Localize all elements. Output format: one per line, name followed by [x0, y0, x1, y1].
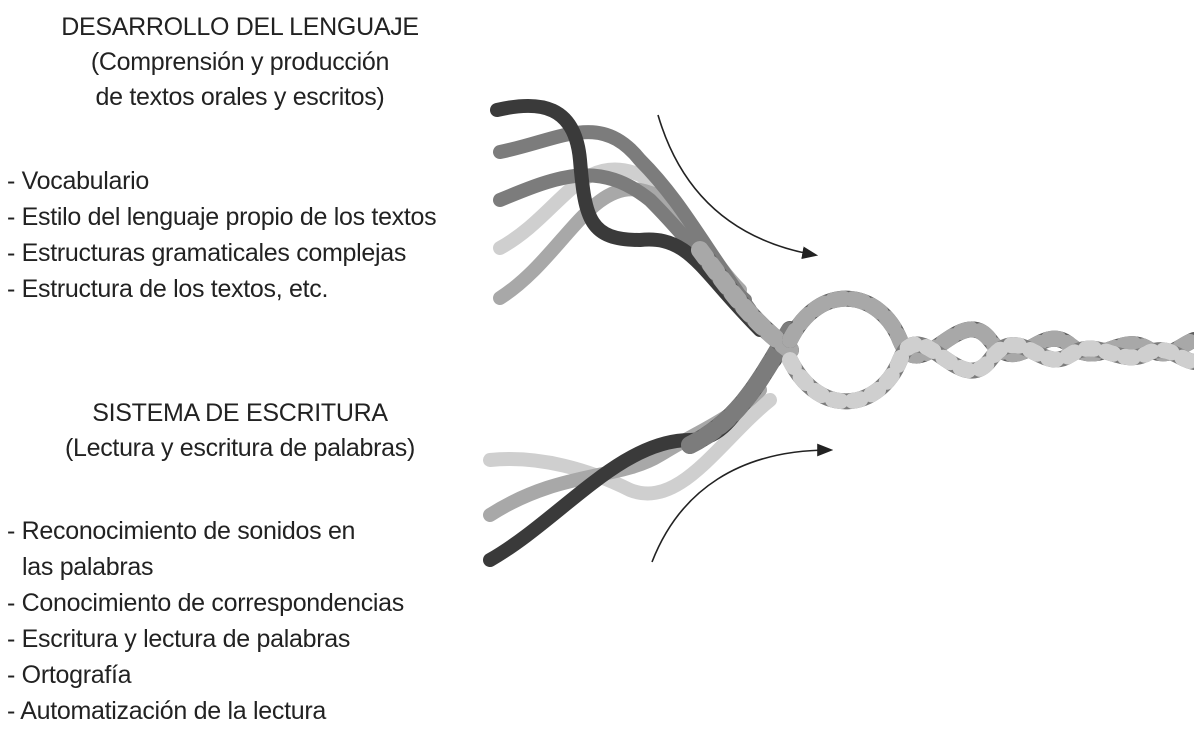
main-rope — [782, 290, 1194, 410]
list-item: - Estructura de los textos, etc. — [7, 275, 329, 303]
writing-system-subtitle: (Lectura y escritura de palabras) — [65, 434, 415, 462]
braid-segment — [691, 241, 799, 359]
list-item: - Automatización de la lectura — [7, 697, 326, 725]
language-development-list: - Vocabulario - Estilo del lenguaje prop… — [7, 163, 437, 307]
lower-strands — [483, 353, 782, 567]
list-item: - Conocimiento de correspondencias — [7, 589, 404, 617]
upper-braid — [691, 241, 799, 359]
language-development-title: DESARROLLO DEL LENGUAJE — [61, 13, 419, 41]
upper-strands — [490, 98, 767, 337]
upper-arrow — [657, 114, 819, 260]
writing-system-title: SISTEMA DE ESCRITURA — [92, 399, 388, 427]
list-item: - Reconocimiento de sonidos en — [7, 517, 356, 545]
language-development-subtitle-2: de textos orales y escritos) — [95, 83, 385, 111]
lower-arrow — [651, 443, 834, 563]
list-item: - Estructuras gramaticales complejas — [7, 239, 407, 267]
list-item: - Ortografía — [7, 661, 132, 689]
rope-twist — [782, 336, 1194, 410]
list-item: - Vocabulario — [7, 167, 150, 195]
list-item: - Estilo del lenguaje propio de los text… — [7, 203, 437, 231]
list-item: las palabras — [22, 553, 154, 581]
lower-strand — [483, 393, 777, 501]
list-item: - Escritura y lectura de palabras — [7, 625, 351, 653]
language-development-subtitle-1: (Comprensión y producción — [90, 48, 390, 76]
writing-system-list: - Reconocimiento de sonidos en las palab… — [7, 513, 404, 729]
